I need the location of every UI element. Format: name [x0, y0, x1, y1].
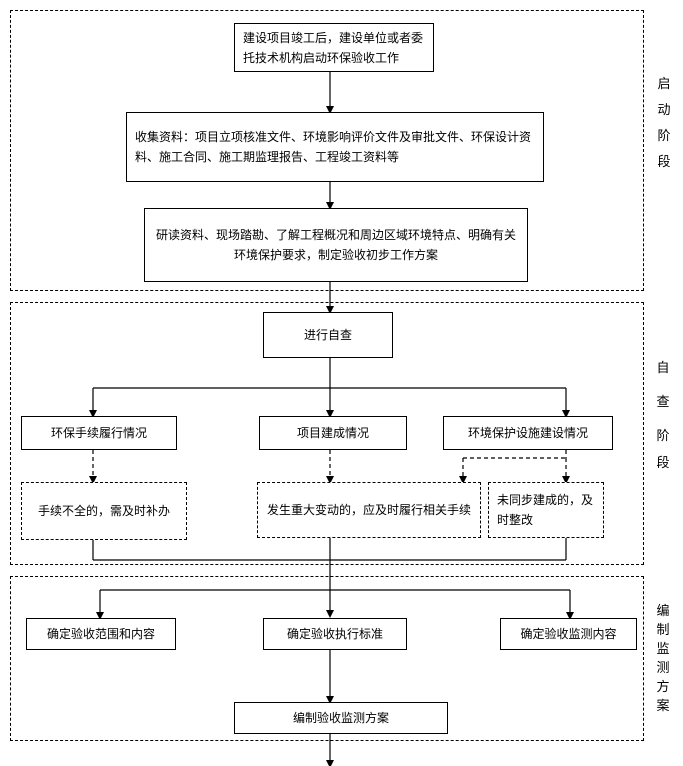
plan-section — [10, 576, 644, 741]
node-standard: 确定验收执行标准 — [263, 618, 407, 650]
startup-section — [10, 10, 644, 291]
node-procedure: 环保手续履行情况 — [21, 416, 177, 450]
node-scope: 确定验收范围和内容 — [26, 618, 176, 650]
startup-section-label: 启动阶段 — [657, 77, 671, 170]
plan-section-label: 编 制 监 测 方 案 — [656, 604, 670, 714]
note-change: 发生重大变动的，应及时履行相关手续 — [257, 482, 481, 538]
selfcheck-section — [10, 302, 644, 565]
node-monitor: 确定验收监测内容 — [500, 618, 637, 650]
node-facility: 环境保护设施建设情况 — [443, 416, 613, 450]
node-plan: 编制验收监测方案 — [234, 702, 448, 734]
note-procedure: 手续不全的，需及时补办 — [21, 482, 187, 540]
node-study: 研读资料、现场踏勘、了解工程概况和周边区域环境特点、明确有关环境保护要求，制定验… — [144, 208, 528, 282]
node-selfcheck: 进行自查 — [263, 312, 393, 358]
node-construction: 项目建成情况 — [259, 416, 407, 450]
selfcheck-section-label: 自 查 阶 段 — [656, 361, 670, 471]
node-start: 建设项目竣工后，建设单位或者委托技术机构启动环保验收工作 — [234, 23, 434, 72]
node-collect: 收集资料：项目立项核准文件、环境影响评价文件及审批文件、环保设计资料、施工合同、… — [126, 112, 544, 182]
note-facility: 未同步建成的，及时整改 — [488, 482, 604, 538]
